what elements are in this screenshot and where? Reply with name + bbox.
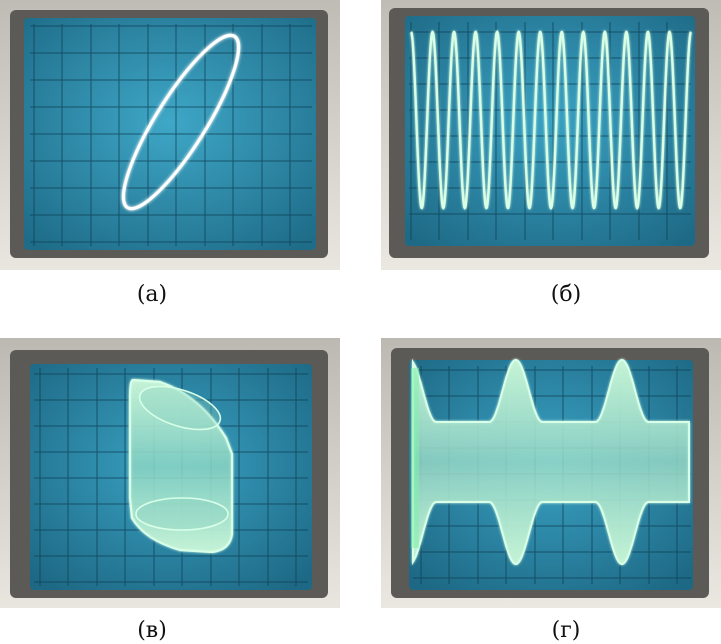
sine-trace [410, 30, 692, 210]
lissajous-inner-top [138, 385, 222, 431]
oscilloscope-a-svg [0, 0, 340, 270]
ellipse-trace [121, 33, 241, 211]
caption-b: (б) [550, 282, 582, 307]
oscilloscope-photo-b [381, 0, 721, 270]
caption-a: (а) [136, 282, 168, 307]
oscilloscope-g-svg [381, 338, 721, 608]
oscilloscope-photo-v [0, 338, 340, 608]
left-edge-glow [411, 368, 419, 548]
lissajous-inner-bottom [135, 497, 229, 531]
am-envelope [412, 358, 690, 566]
caption-g: (г) [551, 618, 581, 643]
oscilloscope-b-svg [381, 0, 721, 270]
oscilloscope-photo-a [0, 0, 340, 270]
lissajous-fill [128, 378, 234, 554]
caption-v: (в) [137, 618, 167, 643]
graticule [30, 24, 312, 246]
oscilloscope-v-svg [0, 338, 340, 608]
oscilloscope-photo-g [381, 338, 721, 608]
